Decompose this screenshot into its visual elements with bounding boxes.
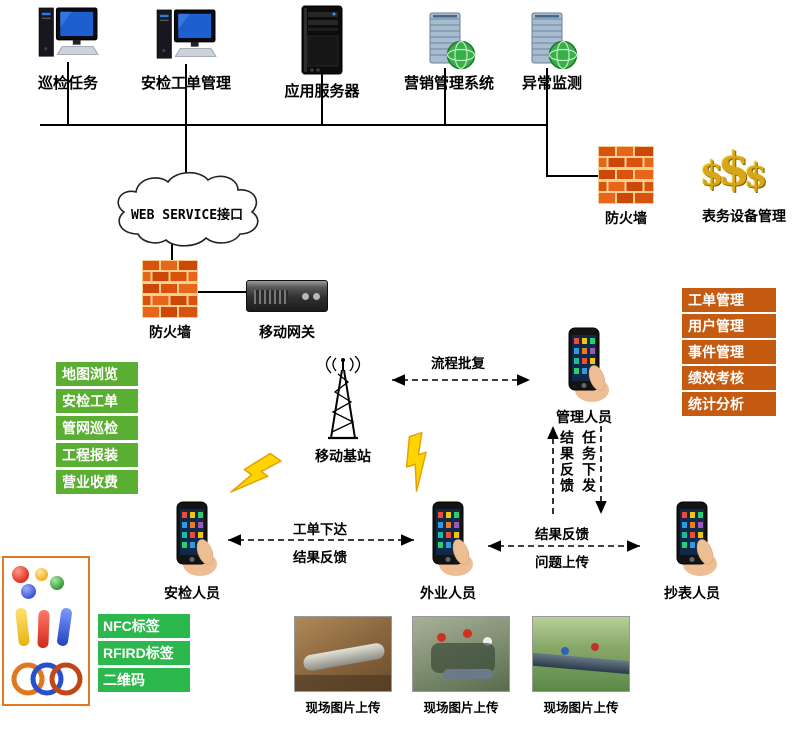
meter-device-label: 表务设备管理: [702, 208, 786, 224]
arrow-left-top-label: 工单下达: [293, 522, 347, 537]
helmet-shape: [483, 637, 492, 646]
photo-caption: 现场图片上传: [543, 701, 619, 715]
tag-panel-item: RFIRD标签: [98, 641, 190, 665]
field-worker-label: 外业人员: [420, 585, 476, 601]
site-photo-trench: [294, 616, 392, 692]
site-photo-workers: [412, 616, 510, 692]
yellow-ball-icon: [35, 568, 48, 581]
cloud-label: WEB SERVICE接口: [130, 208, 244, 223]
admin-panel-item: 统计分析: [682, 392, 776, 416]
firewall-right-label: 防火墙: [605, 210, 647, 226]
meter-reader-label: 抄表人员: [664, 585, 720, 601]
admin-panel-item: 绩效考核: [682, 366, 776, 390]
arrow-left-bottom-label: 结果反馈: [293, 550, 347, 565]
node-label-app-server: 应用服务器: [284, 83, 360, 100]
blue-tag-pin-icon: [56, 607, 73, 647]
tag-samples-box: [2, 556, 90, 706]
gateway-knob: [302, 293, 309, 300]
tag-panel-item: NFC标签: [98, 614, 190, 638]
trench-shadow: [295, 675, 391, 691]
meter-reader-phone-icon: [664, 500, 720, 578]
app-panel-item: 营业收费: [56, 470, 138, 494]
workers-shape: [431, 643, 495, 673]
desktop-computer-icon: [36, 6, 100, 64]
site-photo-pipeline: [532, 616, 630, 692]
server-globe-icon: [524, 12, 578, 70]
firewall-icon: [142, 260, 198, 318]
dollar-icon: $ $ $: [700, 142, 768, 196]
photo-caption: 现场图片上传: [305, 701, 381, 715]
manager-label: 管理人员: [556, 409, 612, 425]
helmet-shape: [437, 633, 446, 642]
green-ball-icon: [50, 576, 64, 590]
pipe-shape: [302, 642, 386, 672]
firewall-left-label: 防火墙: [149, 324, 191, 340]
base-station-label: 移动基站: [315, 448, 371, 464]
app-function-panel: 地图浏览 安检工单 管网巡检 工程报装 营业收费: [56, 362, 138, 497]
yellow-tag-pin-icon: [15, 607, 30, 647]
app-panel-item: 工程报装: [56, 443, 138, 467]
gateway-label: 移动网关: [259, 324, 315, 340]
gateway-knob: [313, 293, 320, 300]
admin-function-panel: 工单管理 用户管理 事件管理 绩效考核 统计分析: [682, 288, 776, 418]
process-approval-label: 流程批复: [431, 356, 485, 371]
app-panel-item: 管网巡检: [56, 416, 138, 440]
node-label-workorder-mgmt: 安检工单管理: [140, 75, 231, 92]
red-tag-pin-icon: [37, 609, 50, 649]
mobile-gateway-icon: [246, 280, 328, 312]
inspector-label: 安检人员: [164, 585, 220, 601]
app-panel-item: 地图浏览: [56, 362, 138, 386]
firewall-icon: [598, 146, 654, 204]
rings-icon: [11, 662, 83, 696]
arrow-right-bottom-label: 问题上传: [535, 555, 589, 570]
field-worker-phone-icon: [420, 500, 476, 578]
task-down-label: 任务下发: [581, 430, 597, 494]
pipe-shape: [533, 652, 629, 675]
server-tower-icon: [300, 4, 344, 76]
app-panel-item: 安检工单: [56, 389, 138, 413]
worker-shape: [591, 643, 599, 651]
tag-type-panel: NFC标签 RFIRD标签 二维码: [98, 614, 190, 695]
worker-shape: [561, 647, 569, 655]
desktop-computer-icon: [154, 8, 218, 66]
node-label-anomaly-monitor: 异常监测: [521, 75, 582, 92]
helmet-shape: [463, 629, 472, 638]
admin-panel-item: 工单管理: [682, 288, 776, 312]
admin-panel-item: 用户管理: [682, 314, 776, 338]
node-label-marketing-system: 营销管理系统: [403, 75, 494, 92]
gateway-grill: [254, 290, 288, 304]
base-station-icon: [314, 356, 372, 444]
admin-panel-item: 事件管理: [682, 340, 776, 364]
blue-ball-icon: [21, 584, 36, 599]
pipe-shape: [443, 669, 493, 679]
arrow-right-top-label: 结果反馈: [535, 527, 589, 542]
server-globe-icon: [422, 12, 476, 70]
red-ball-icon: [12, 566, 29, 583]
feedback-up-label: 结果反馈: [559, 430, 575, 494]
tag-panel-item: 二维码: [98, 668, 190, 692]
inspector-phone-icon: [164, 500, 220, 578]
cloud-icon: [117, 171, 259, 247]
node-label-inspection-task: 巡检任务: [37, 75, 98, 92]
manager-phone-icon: [556, 326, 612, 404]
photo-caption: 现场图片上传: [423, 701, 499, 715]
